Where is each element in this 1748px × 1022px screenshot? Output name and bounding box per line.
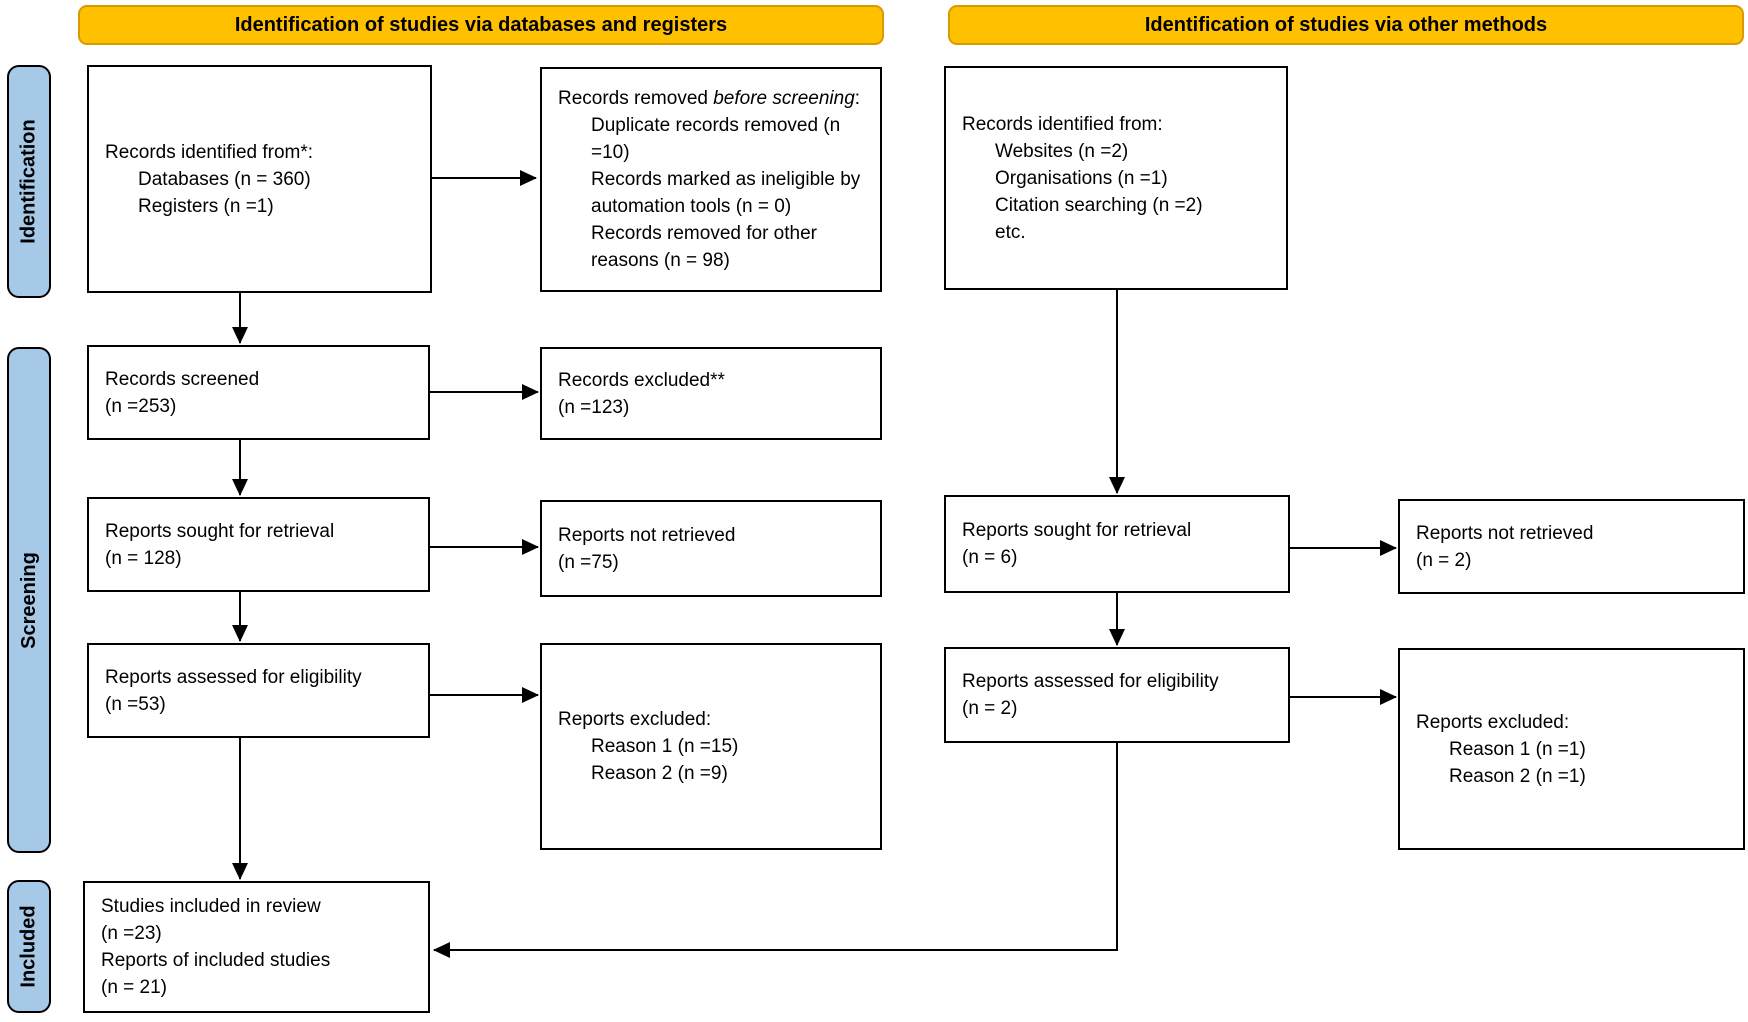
box-line: (n =53)	[105, 693, 166, 715]
box-line: Reason 2 (n =9)	[591, 763, 728, 784]
box-line: Registers (n =1)	[138, 195, 274, 217]
stage-tab-included: Included	[7, 880, 51, 1013]
box-line: (n = 21)	[101, 977, 168, 998]
box-line: Duplicate records removed (n =10)	[591, 115, 841, 163]
box-line-text: :	[854, 88, 861, 109]
box-reports-not-retrieved-other: Reports not retrieved (n = 2)	[1398, 499, 1745, 594]
box-line: etc.	[995, 221, 1026, 243]
stage-screening-label: Screening	[17, 551, 40, 649]
box-reports-assessed-other: Reports assessed for eligibility (n = 2)	[944, 647, 1290, 743]
box-line: Reports not retrieved	[1416, 522, 1594, 544]
box-line: Organisations (n =1)	[995, 167, 1168, 189]
box-reports-excluded-databases: Reports excluded: Reason 1 (n =15) Reaso…	[540, 643, 882, 850]
box-line-text: Records removed	[558, 88, 714, 109]
box-line: (n =75)	[558, 551, 619, 573]
stage-tab-identification: Identification	[7, 65, 51, 298]
box-line: Studies included in review	[101, 896, 321, 917]
header-databases-registers: Identification of studies via databases …	[78, 5, 884, 45]
box-line: (n = 2)	[1416, 549, 1472, 571]
stage-tab-screening: Screening	[7, 347, 51, 853]
box-line: Records identified from:	[962, 113, 1163, 135]
box-line: Reason 1 (n =1)	[1449, 738, 1586, 760]
box-line: Records excluded**	[558, 369, 725, 391]
box-line: Reports sought for retrieval	[962, 520, 1192, 541]
box-line: (n =123)	[558, 396, 630, 418]
box-line: Records marked as ineligible by automati…	[591, 169, 861, 217]
header-databases-registers-label: Identification of studies via databases …	[234, 13, 728, 36]
box-reports-excluded-other: Reports excluded: Reason 1 (n =1) Reason…	[1398, 648, 1745, 850]
box-line: Databases (n = 360)	[138, 168, 311, 190]
box-line: Reason 2 (n =1)	[1449, 765, 1586, 787]
box-reports-not-retrieved-databases: Reports not retrieved (n =75)	[540, 500, 882, 597]
box-line: Reports of included studies	[101, 950, 331, 971]
box-line: (n = 6)	[962, 547, 1018, 568]
stage-included-label: Included	[17, 905, 40, 988]
box-line: Reports excluded:	[1416, 711, 1570, 733]
stage-identification-label: Identification	[17, 119, 40, 244]
box-reports-sought-databases: Reports sought for retrieval (n = 128)	[87, 497, 430, 592]
box-records-screened: Records screened (n =253)	[87, 345, 430, 440]
box-line-italic-text: before screening	[713, 88, 855, 109]
box-line: Records screened	[105, 368, 260, 390]
box-records-identified-databases: Records identified from*: Databases (n =…	[87, 65, 432, 293]
box-studies-included: Studies included in review (n =23) Repor…	[83, 881, 430, 1013]
box-line: Records removed before screening:	[558, 85, 870, 112]
box-line: (n =253)	[105, 395, 177, 417]
box-line: (n = 2)	[962, 698, 1018, 719]
box-line: Reports not retrieved	[558, 524, 736, 546]
box-line: Reports sought for retrieval	[105, 520, 335, 542]
box-reports-assessed-databases: Reports assessed for eligibility (n =53)	[87, 643, 430, 738]
box-line: Reason 1 (n =15)	[591, 736, 739, 757]
box-line: Reports assessed for eligibility	[962, 671, 1219, 692]
box-line: Records identified from*:	[105, 141, 314, 163]
box-line: (n =23)	[101, 923, 162, 944]
box-line: Reports assessed for eligibility	[105, 666, 362, 688]
box-records-identified-other: Records identified from: Websites (n =2)…	[944, 66, 1288, 290]
header-other-methods-label: Identification of studies via other meth…	[1144, 13, 1548, 36]
box-line: Websites (n =2)	[995, 140, 1129, 162]
box-line: (n = 128)	[105, 547, 182, 569]
box-line: Citation searching (n =2)	[995, 194, 1203, 216]
box-line: Records removed for other reasons (n = 9…	[591, 223, 817, 271]
box-records-excluded: Records excluded** (n =123)	[540, 347, 882, 440]
box-reports-sought-other: Reports sought for retrieval (n = 6)	[944, 495, 1290, 593]
box-line: Reports excluded:	[558, 709, 712, 730]
box-records-removed-before-screening: Records removed before screening: Duplic…	[540, 67, 882, 292]
header-other-methods: Identification of studies via other meth…	[948, 5, 1744, 45]
